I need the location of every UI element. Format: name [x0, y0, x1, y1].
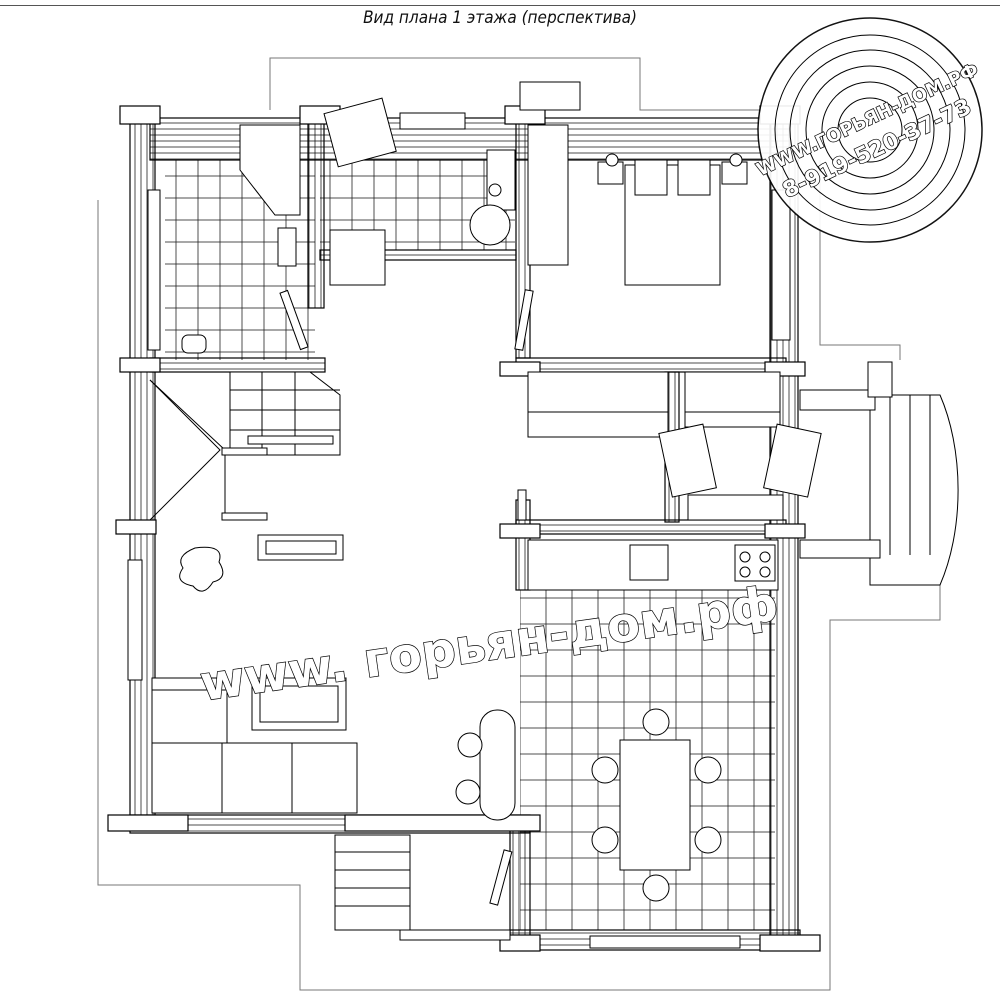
kitchen-dining: [527, 539, 779, 949]
porches: [334, 81, 959, 941]
barrel: [469, 204, 511, 246]
shower-cabin: [239, 124, 301, 216]
living-room: [127, 534, 516, 821]
site-outline: [97, 57, 941, 991]
page-title: Вид плана 1 этажа (перспектива): [363, 8, 637, 28]
armchair-closet-left: [658, 423, 717, 498]
bath-window: [147, 189, 161, 351]
top-border-line: [0, 5, 1000, 6]
wardrobe-tall: [527, 124, 569, 266]
doors: [279, 289, 534, 906]
bathroom-fixtures: [147, 124, 301, 354]
top-window: [399, 112, 466, 130]
bar-stool-2: [455, 779, 481, 805]
armchair-bottom: [329, 229, 386, 286]
closets: [527, 371, 822, 521]
bedroom-window: [771, 189, 791, 341]
sink: [277, 227, 297, 267]
side-porch-steps: [869, 394, 959, 586]
watermark-badge: WWW.ГОРЬЯН-ДОМ.РФ 8-919-520-37-73: [753, 17, 983, 243]
bedroom: [527, 124, 791, 341]
toilet: [181, 334, 207, 354]
dining-table: [619, 739, 691, 871]
bar-stool-1: [457, 732, 483, 758]
armchair-closet-right: [763, 423, 822, 498]
wardrobe-left: [527, 371, 669, 413]
bar-counter: [479, 709, 516, 821]
kitchen-sink: [629, 544, 669, 581]
dining-window: [589, 935, 741, 949]
boiler: [486, 149, 516, 211]
armchair-top: [323, 97, 397, 168]
kitchenette: [323, 97, 516, 286]
stairs-interior: [149, 371, 341, 521]
entrance-steps: [334, 834, 411, 931]
left-window: [127, 559, 143, 681]
wardrobe-right: [684, 371, 781, 413]
plant: [179, 546, 224, 592]
